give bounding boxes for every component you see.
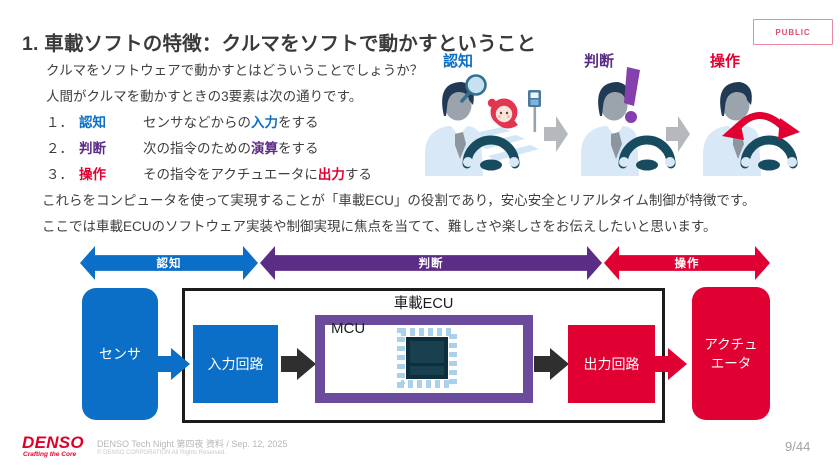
item-keyword-recognition: 認知: [79, 115, 106, 130]
arrow-right-icon: [155, 348, 190, 380]
ecu-label: 車載ECU: [393, 296, 454, 312]
arrow-right-icon: [281, 348, 316, 380]
page-title: 1. 車載ソフトの特徴：クルマをソフトで動かすということ: [22, 33, 537, 56]
item-number: １．: [46, 115, 73, 130]
item-desc-emphasis: 出力: [317, 167, 345, 182]
denso-logo: DENSO: [22, 433, 84, 452]
actuator-box: アクチュ エータ: [692, 287, 770, 420]
arrow-right-icon: [534, 348, 569, 380]
magnifier-icon: [460, 74, 487, 103]
intro-line-2: 人間がクルマを動かすときの3要素は次の通りです。: [46, 89, 363, 104]
item-desc: 次の指令のための: [143, 141, 251, 156]
steering-arrow-icon: [722, 112, 800, 140]
item-keyword-judgment: 判断: [79, 141, 106, 156]
item-desc: をする: [278, 115, 319, 130]
page-number: 9/44: [785, 439, 811, 454]
exclamation-icon: [624, 67, 640, 123]
illustration-label-recognition: 認知: [443, 53, 474, 70]
intro-line-1: クルマをソフトウェアで動かすとはどういうことでしょうか？: [46, 63, 424, 78]
item-desc: をする: [278, 141, 319, 156]
intro-text: クルマをソフトウェアで動かすとはどういうことでしょうか？ 人間がクルマを動かすと…: [42, 58, 756, 240]
intro-paragraph-2: ここでは車載ECUのソフトウェア実装や制御実現に焦点を当てて、難しさや楽しさをお…: [42, 219, 717, 234]
driver-illustration-row: 認知 判断 操作: [420, 50, 840, 186]
item-number: ２．: [46, 141, 73, 156]
item-desc: センサなどからの: [143, 115, 251, 130]
arrow-right-icon: [652, 348, 687, 380]
intro-item-recognition: １． 認知 センサなどからの入力をする: [46, 110, 446, 136]
item-desc: する: [344, 167, 372, 182]
mcu-label: MCU: [331, 320, 366, 337]
item-desc-emphasis: 演算: [251, 141, 278, 156]
flow-arrow-label: 認知: [156, 258, 182, 270]
item-number: ３．: [46, 167, 73, 182]
input-circuit-box: 入力回路: [193, 325, 278, 403]
item-desc: その指令をアクチュエータに: [143, 167, 318, 182]
flow-arrow-label: 操作: [674, 258, 700, 270]
judgment-scene-illustration: [576, 67, 672, 178]
arrow-right-icon: [544, 116, 568, 152]
flow-arrow-recognition: 認知: [80, 246, 258, 280]
arrow-right-icon: [666, 116, 690, 152]
flow-arrow-judgment: 判断: [260, 246, 602, 280]
footer-copyright: © DENSO CORPORATION All Rights Reserved.: [97, 450, 227, 456]
intro-item-operation: ３． 操作 その指令をアクチュエータに出力する: [46, 162, 446, 188]
flow-arrow-label: 判断: [418, 258, 444, 270]
item-keyword-operation: 操作: [79, 167, 106, 182]
public-badge: PUBLIC: [753, 19, 833, 45]
recognition-scene-illustration: [420, 74, 541, 178]
flow-arrow-operation: 操作: [604, 246, 770, 280]
traffic-signal-icon: [528, 90, 541, 132]
pedestrian-child-icon: [483, 95, 518, 129]
denso-tagline: Crafting the Core: [23, 451, 77, 458]
chip-icon: [397, 328, 457, 388]
output-circuit-box: 出力回路: [568, 325, 655, 403]
intro-item-judgment: ２． 判断 次の指令のための演算をする: [46, 136, 446, 162]
illustration-label-operation: 操作: [710, 53, 741, 70]
intro-paragraph-1: これらをコンピュータを使って実現することが「車載ECU」の役割であり，安心安全と…: [42, 193, 756, 208]
illustration-label-judgment: 判断: [584, 53, 615, 70]
operation-scene-illustration: [700, 72, 802, 178]
sensor-box: センサ: [82, 288, 158, 420]
footer-doc-info: DENSO Tech Night 第四夜 資料 / Sep. 12, 2025: [97, 439, 288, 449]
item-desc-emphasis: 入力: [251, 115, 278, 130]
